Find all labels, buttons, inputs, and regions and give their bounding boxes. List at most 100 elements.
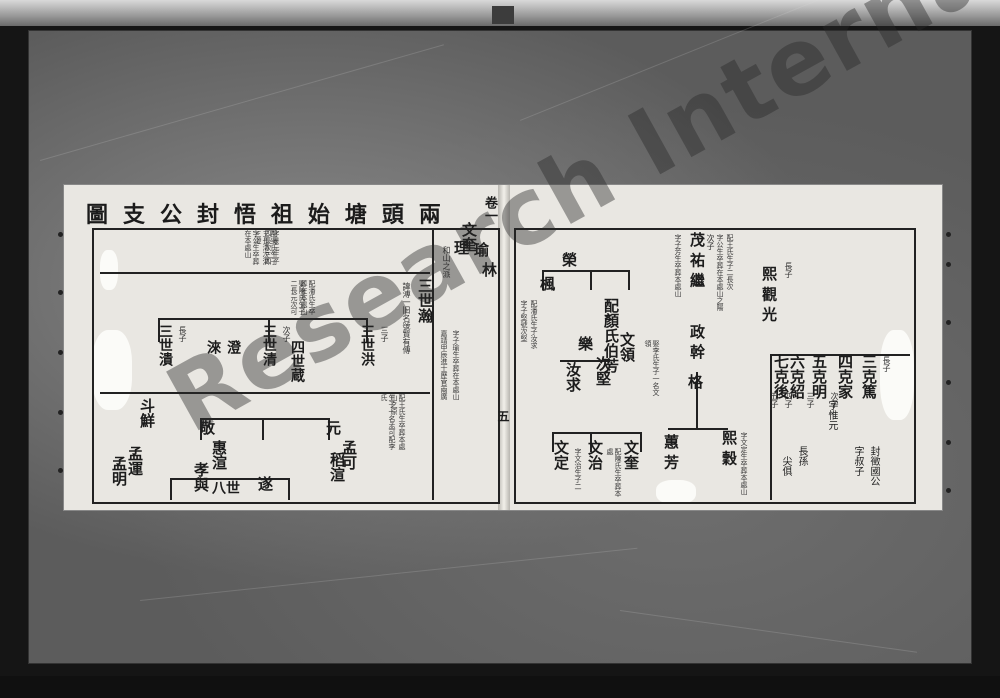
title-char: 祖 [270, 202, 294, 228]
person-name: 三世洪 [359, 324, 375, 366]
binding-hole [946, 320, 951, 325]
tree-line [100, 392, 430, 394]
person-note: 五子 [770, 392, 779, 408]
film-bottom-strip [0, 676, 1000, 698]
biographical-note: 生子一名孟可配李氏 [380, 394, 396, 450]
person-name: 熙 穀 [720, 430, 738, 466]
person-name: 三世潰 [157, 324, 173, 366]
page-number: 五 [496, 410, 510, 422]
title-char: 頭 [381, 202, 405, 228]
person-name: 楓 [538, 276, 556, 291]
title-char: 始 [307, 202, 331, 228]
person-name: 遂 [256, 476, 274, 491]
biographical-note: 字子瑜生卒葬在本處山 [452, 330, 460, 400]
tree-line [268, 318, 270, 342]
person-name: 汝求 [564, 362, 582, 392]
person-name: 文奎 [622, 440, 640, 470]
person-note: 三子 [806, 392, 815, 408]
title-char: 塘 [344, 202, 368, 228]
person-note: 三子 [380, 326, 389, 342]
person-name: 七克後 [772, 354, 790, 399]
biographical-note: 字公生卒葬在本處山 [244, 230, 260, 265]
person-name: 孟明 [110, 456, 128, 486]
person-name: 文治 [586, 440, 604, 470]
person-name: 蕙 芳 [662, 434, 680, 470]
biographical-note: 字子堅號次堅 [520, 300, 528, 342]
binding-hole [946, 380, 951, 385]
film-clip [492, 6, 514, 24]
person-note: 次子 [282, 326, 291, 342]
tree-line [200, 418, 202, 440]
paper-damage [880, 330, 914, 420]
tree-line [432, 228, 434, 500]
biographical-note: 字公生卒葬在本處山之陽 [716, 234, 724, 311]
title-char: 圖 [86, 202, 110, 228]
person-name: 澄 [225, 340, 241, 354]
tree-line [696, 372, 698, 428]
person-note: 四子 [784, 392, 793, 408]
title-char: 悟 [233, 202, 257, 228]
biographical-note: 配王氏生子二長次 [726, 234, 734, 290]
tree-line [770, 354, 910, 356]
title-char: 支 [122, 202, 146, 228]
person-name: 敬 [198, 420, 216, 435]
person-name: 孝與 [192, 462, 210, 492]
person-name: 熙 觀 光 [760, 266, 778, 322]
biographical-note: 字文治生子二 [574, 448, 582, 490]
tree-line [770, 354, 772, 500]
person-name: 理 [452, 240, 470, 255]
person-note: 長孫 [796, 446, 807, 466]
person-note: 字惟元 [826, 400, 837, 430]
biographical-note: 娶李氏生子一名文領 [644, 340, 660, 396]
person-name: 茂 祐 繼 [688, 232, 706, 288]
biographical-note: 字子芳生卒葬本處山 [674, 234, 682, 297]
person-name: 惠渲 [210, 440, 228, 470]
person-name: 幹 [688, 344, 706, 359]
tree-line [170, 478, 290, 480]
tree-line [552, 432, 642, 434]
biographical-note: 配吳氏生子三長清次洪三澄 [254, 230, 278, 265]
tree-line [628, 270, 630, 290]
book-gutter [498, 185, 510, 510]
biographical-note: 字景元生子四長次三四 [264, 230, 280, 265]
document-title: 兩 頭 塘 始 祖 悟 封 公 支 圖 [86, 198, 442, 228]
tree-line [200, 418, 330, 420]
person-name: 文定 [552, 440, 570, 470]
tree-line [640, 432, 642, 452]
person-name: 三世瀚 [416, 278, 434, 323]
binding-hole [946, 488, 951, 493]
person-name: 文領 [618, 332, 636, 362]
title-char: 封 [196, 202, 220, 228]
biographical-note: 娶陳氏生子二長元次可 [290, 280, 306, 315]
person-note: 次子 [830, 392, 839, 408]
tree-line [542, 270, 628, 272]
binding-hole [58, 290, 63, 295]
biographical-note: 配陳氏生卒葬本處 [606, 448, 622, 497]
person-note: 長子 [882, 356, 891, 372]
person-note: 字叔子 [852, 446, 863, 476]
tree-line [668, 428, 728, 430]
person-note: 和山之派 [442, 246, 451, 278]
person-name: 四克家 [836, 354, 854, 399]
person-name: 瑜 [472, 242, 490, 257]
tree-line [158, 318, 160, 342]
person-name: 孟可 [340, 440, 358, 470]
title-char: 兩 [418, 202, 442, 228]
person-name: 五克明 [810, 354, 828, 399]
person-name: 孟運 [126, 446, 144, 476]
right-chart-frame [514, 228, 916, 504]
person-name: 政 [688, 324, 706, 339]
tree-line [170, 478, 172, 500]
binding-hole [946, 262, 951, 267]
person-name: 稻渲 [328, 452, 346, 482]
title-char: 公 [159, 202, 183, 228]
person-name: 八世 [212, 481, 240, 497]
person-note: 次子 [706, 234, 715, 250]
left-page [64, 185, 504, 510]
left-chart-frame [92, 228, 500, 504]
binding-hole [946, 440, 951, 445]
binding-hole [58, 468, 63, 473]
person-name: 四世蔵 [289, 340, 305, 382]
tree-line [590, 270, 592, 290]
person-name: 配顏氏伯芳 [602, 298, 620, 373]
